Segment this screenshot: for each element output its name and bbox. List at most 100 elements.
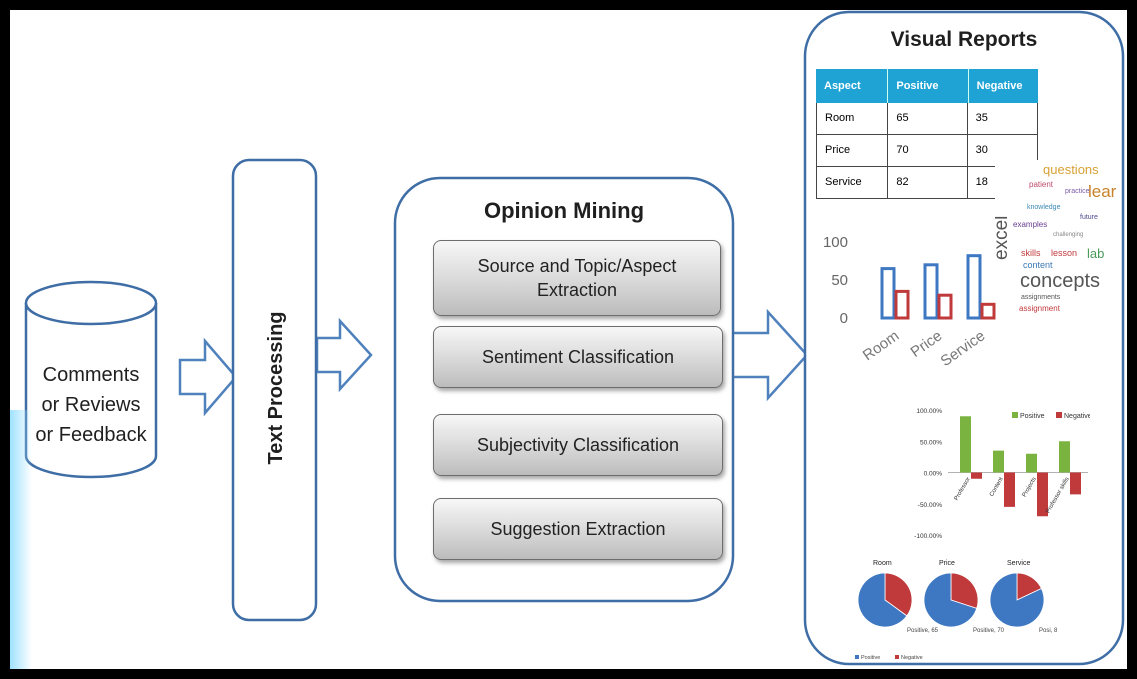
- word-cloud: questions learn patient practice knowled…: [995, 160, 1117, 315]
- pie-slice: [884, 572, 913, 617]
- table-header-row: Aspect Positive Negative: [816, 69, 1038, 103]
- y-tick-label: -100.00%: [914, 533, 942, 540]
- table-header-cell: Negative: [976, 80, 1023, 92]
- pie-callout: Positive, 70: [973, 628, 1005, 634]
- x-tick-label: Projects: [1022, 477, 1038, 499]
- y-tick-label: 0: [840, 310, 848, 327]
- x-tick-label: Content: [989, 476, 1005, 497]
- source-label: Comments or Reviews or Feedback: [26, 340, 156, 470]
- word-cloud-word: concepts: [1020, 270, 1101, 292]
- table-cell: 82: [888, 167, 968, 198]
- legend-label: Negative: [901, 655, 923, 661]
- word-cloud-word: assignments: [1021, 294, 1061, 301]
- word-cloud-word: knowledge: [1027, 204, 1061, 211]
- y-tick-label: -50.00%: [918, 502, 942, 509]
- text-processing-label: Text Processing: [265, 311, 287, 465]
- word-cloud-word: questions: [1043, 162, 1099, 177]
- bar: [993, 450, 1004, 473]
- step-suggestion-extraction: Suggestion Extraction: [433, 498, 723, 560]
- y-tick-label: 100.00%: [916, 408, 942, 415]
- word-cloud-word: learn: [1088, 182, 1117, 201]
- visual-reports-title: Visual Reports: [890, 28, 1038, 51]
- bar: [971, 472, 982, 479]
- source-line-1: Comments: [42, 364, 140, 386]
- y-tick-label: 0.00%: [924, 471, 943, 478]
- step-sentiment-classification: Sentiment Classification: [433, 326, 723, 388]
- pie-title: Price: [939, 560, 955, 567]
- word-cloud-word: assignment: [1019, 304, 1060, 313]
- table-cell: Price: [817, 135, 889, 166]
- arrow-3: [730, 308, 809, 402]
- word-cloud-word: skills: [1021, 248, 1041, 258]
- legend-swatch: [855, 655, 859, 659]
- table-cell: 30: [975, 144, 988, 156]
- bar: [937, 293, 953, 320]
- word-cloud-word: content: [1023, 260, 1053, 270]
- diagram-canvas: Comments or Reviews or Feedback Text Pro…: [10, 10, 1127, 669]
- table-cell: Service: [817, 167, 889, 198]
- opinion-mining-title: Opinion Mining: [483, 198, 645, 223]
- word-cloud-word: practice: [1065, 188, 1090, 195]
- bar: [894, 289, 910, 320]
- table-cell: 35: [975, 112, 988, 124]
- table-cell: 18: [975, 176, 988, 188]
- x-tick-label: Professor skills: [1045, 477, 1070, 515]
- pie-slice: [950, 572, 979, 609]
- y-tick-label: 50: [831, 272, 848, 289]
- pie-callout: Posi, 8: [1039, 628, 1058, 634]
- y-tick-label: 50.00%: [920, 439, 942, 446]
- table-header-cell: Positive: [888, 69, 969, 103]
- x-tick-label: Service: [938, 327, 989, 370]
- word-cloud-word: patient: [1029, 180, 1054, 189]
- word-cloud-word: examples: [1013, 220, 1048, 229]
- table-cell: 70: [888, 135, 968, 166]
- bar: [1037, 472, 1048, 517]
- positive-negative-bar-chart: 100.00% 50.00% 0.00% -50.00% -100.00% Profess…: [914, 408, 1090, 540]
- arrow-2: [315, 317, 373, 393]
- table-header-cell: Aspect: [816, 69, 889, 103]
- table-row: Service 82 18: [816, 167, 1038, 199]
- pie-title: Room: [873, 560, 892, 567]
- pie-slice: [989, 572, 1045, 628]
- bar: [880, 267, 896, 320]
- pie-slice: [857, 572, 908, 628]
- pie-title: Service: [1007, 560, 1030, 567]
- table-cell: Room: [817, 103, 889, 134]
- x-tick-label: Room: [860, 327, 903, 364]
- aspect-table: Aspect Positive Negative Room 65 35 Pric…: [816, 69, 1038, 199]
- legend-label: Negative: [1064, 413, 1090, 420]
- bar: [1004, 472, 1015, 507]
- bar: [960, 416, 971, 473]
- step-subjectivity-classification: Subjectivity Classification: [433, 414, 723, 476]
- text-processing-box: [231, 158, 318, 622]
- source-line-3: or Feedback: [35, 424, 147, 446]
- bar: [966, 254, 982, 320]
- pie-callout: Positive, 65: [907, 628, 939, 634]
- bar: [1059, 441, 1070, 473]
- legend-swatch: [895, 655, 899, 659]
- y-tick-label: 100: [823, 234, 848, 251]
- word-cloud-word: lesson: [1051, 248, 1078, 258]
- bar: [1070, 472, 1081, 495]
- pie-slice: [923, 572, 978, 628]
- word-cloud-word: future: [1080, 214, 1098, 221]
- x-tick-label: Professor: [954, 477, 972, 502]
- legend-label: Positive: [861, 655, 880, 661]
- bar: [1026, 453, 1037, 473]
- table-cell: 65: [888, 103, 968, 134]
- bar: [923, 263, 939, 320]
- left-edge-decoration: [10, 410, 32, 669]
- bar: [980, 302, 996, 320]
- legend-label: Positive: [1020, 413, 1045, 420]
- table-row: Price 70 30: [816, 135, 1038, 167]
- arrow-1: [178, 337, 238, 417]
- legend-swatch: [1056, 412, 1062, 418]
- step-source-topic-aspect-extraction: Source and Topic/Aspect Extraction: [433, 240, 721, 316]
- source-line-2: or Reviews: [41, 394, 141, 416]
- word-cloud-word: challenging: [1053, 232, 1084, 238]
- legend-swatch: [1012, 412, 1018, 418]
- table-row: Room 65 35: [816, 103, 1038, 135]
- word-cloud-word: lab: [1087, 246, 1105, 261]
